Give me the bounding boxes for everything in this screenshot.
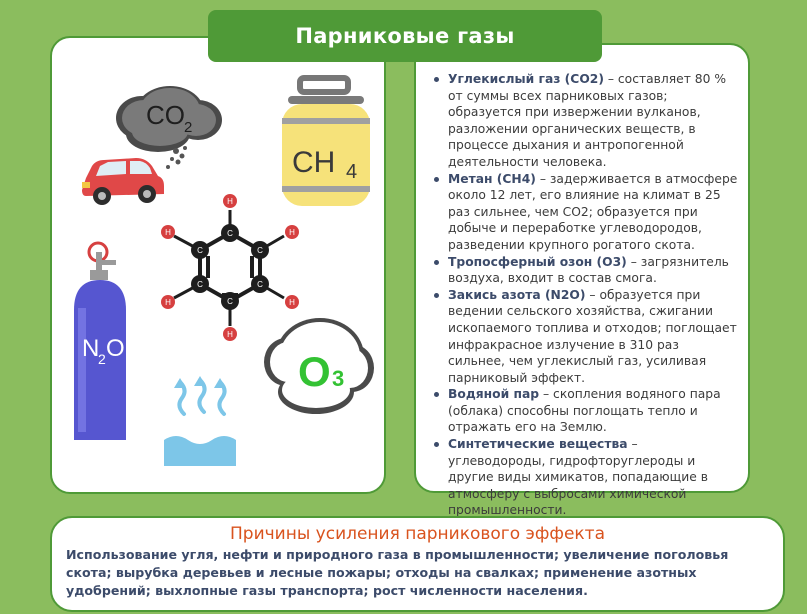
causes-text: Использование угля, нефти и природного г…	[66, 547, 729, 598]
gas-description: – образуется при ведении сельского хозяй…	[448, 287, 737, 385]
ch4-gas-tank-icon: CH 4	[282, 75, 370, 206]
o3-label: O	[298, 348, 331, 395]
atom-h-label: H	[227, 197, 233, 206]
ch4-subscript: 4	[346, 161, 357, 183]
n2o-label-n: N	[82, 335, 99, 362]
greenhouse-gases-illustration: CO 2 CH 4	[74, 75, 374, 466]
atom-c-label: C	[227, 229, 233, 238]
list-item: Закись азота (N2O) – образуется при веде…	[434, 287, 738, 387]
gases-panel: Углекислый газ (CO2) – составляет 80 % о…	[414, 43, 750, 517]
n2o-subscript: 2	[98, 351, 106, 367]
gas-description: – составляет 80 % от суммы всех парников…	[448, 72, 727, 169]
atom-h-label: H	[289, 298, 295, 307]
gas-description: – задерживается в атмосфере около 12 лет…	[448, 171, 738, 252]
atom-c-label: C	[197, 246, 203, 255]
gas-name: Синтетические вещества	[448, 437, 628, 452]
car-icon	[82, 158, 164, 205]
n2o-cylinder-icon: N 2 O	[74, 241, 126, 440]
illustrations-panel: CO 2 CH 4	[50, 36, 386, 494]
benzene-molecule-icon: C C C C C C H H H H H H	[161, 194, 299, 341]
atom-c-label: C	[257, 280, 263, 289]
gas-description: – скопления водяного пара (облака) спосо…	[448, 387, 721, 435]
o3-subscript: 3	[332, 366, 344, 391]
gas-name: Закись азота (N2O)	[448, 287, 586, 302]
list-item: Тропосферный озон (O3) – загрязнитель во…	[434, 254, 738, 287]
atom-h-label: H	[165, 298, 171, 307]
o3-cloud-icon: O 3	[264, 318, 374, 414]
causes-panel: Причины усиления парникового эффекта Исп…	[50, 516, 785, 612]
atom-c-label: C	[197, 280, 203, 289]
ch4-label: CH	[292, 146, 335, 179]
atom-h-label: H	[289, 228, 295, 237]
co2-subscript: 2	[184, 119, 192, 136]
gas-name: Тропосферный озон (O3)	[448, 254, 627, 269]
page-title: Парниковые газы	[208, 10, 602, 62]
list-item: Метан (CH4) – задерживается в атмосфере …	[434, 171, 738, 254]
gas-name: Углекислый газ (CO2)	[448, 72, 604, 86]
causes-title: Причины усиления парникового эффекта	[230, 524, 605, 544]
list-item: Углекислый газ (CO2) – составляет 80 % о…	[434, 71, 738, 171]
list-item: Синтетические вещества – углеводороды, г…	[434, 436, 738, 519]
gas-description: – углеводороды, гидрофторуглероды и друг…	[448, 437, 708, 518]
co2-label: CO	[146, 100, 185, 130]
atom-h-label: H	[165, 228, 171, 237]
gases-list: Углекислый газ (CO2) – составляет 80 % о…	[426, 71, 738, 519]
co2-cloud-icon: CO 2	[116, 86, 222, 169]
water-vapor-icon	[164, 376, 236, 466]
gas-name: Метан (CH4)	[448, 171, 536, 186]
atom-c-label: C	[227, 297, 233, 306]
list-item: Водяной пар – скопления водяного пара (о…	[434, 386, 738, 436]
n2o-label-o: O	[106, 335, 125, 362]
atom-c-label: C	[257, 246, 263, 255]
gas-name: Водяной пар	[448, 387, 540, 402]
atom-h-label: H	[227, 330, 233, 339]
gas-description: – загрязнитель воздуха, входит в состав …	[448, 254, 729, 286]
